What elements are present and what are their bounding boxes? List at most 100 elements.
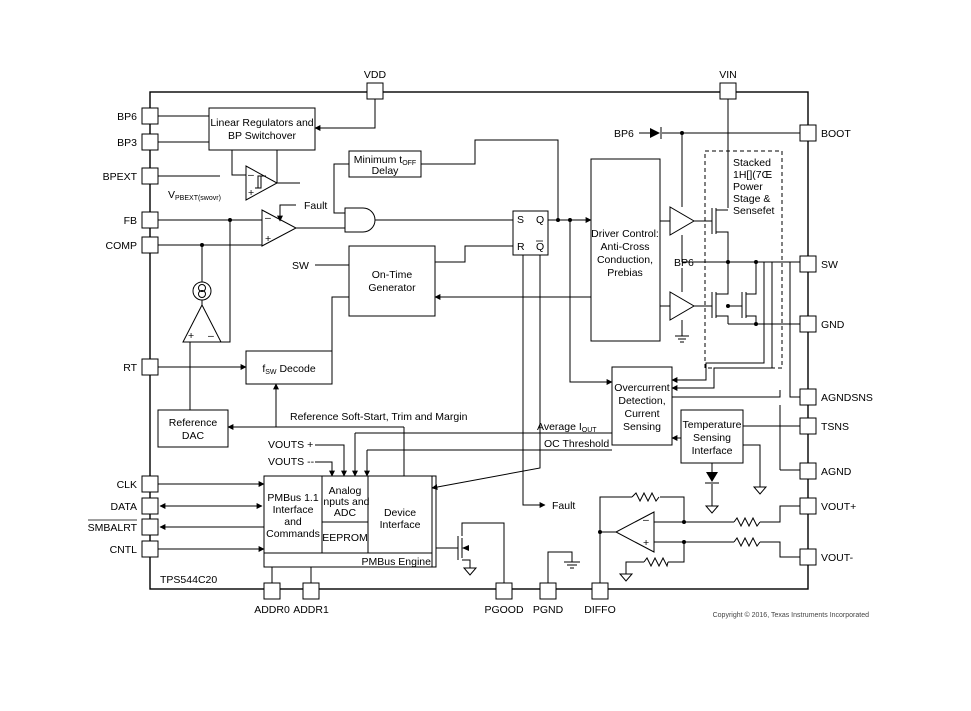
ea-minus: – [208,330,214,342]
pin-agndsns [799,388,817,406]
min-off-line2: Delay [372,165,400,177]
driver-line4: Prebias [607,267,643,279]
hysteresis-icon [255,175,266,189]
pin-addr0-label: ADDR0 [254,604,290,616]
pin-addr0 [263,582,281,600]
cmp1-minus: – [248,169,254,181]
refdac-line2: DAC [182,430,205,442]
cmp2-plus: + [265,233,271,245]
pmbus-engine-label: PMBus Engine [362,556,432,568]
pin-pgnd [539,582,557,600]
pin-clk-label: CLK [117,479,137,491]
chip-outline [149,91,809,590]
pin-voutn [799,548,817,566]
pin-pgood [495,582,513,600]
pin-bp6 [141,107,159,125]
bp6-low-label: BP6 [674,257,694,269]
sr-flip-flop [512,210,549,256]
cmp2-minus: – [265,212,271,224]
error-amplifier [182,303,222,343]
and-gate [344,207,376,233]
pin-gnd [799,315,817,333]
fault-label-2: Fault [552,500,575,512]
pin-vdd-label: VDD [364,69,387,81]
pin-boot-label: BOOT [821,128,851,140]
vpbext-label: VPBEXT(swovr) [168,189,221,202]
pin-agnd [799,462,817,480]
analog-line2: Inputs and [320,496,369,508]
devif-line2: Interface [380,519,421,531]
driver-line1: Driver Control: [591,228,659,240]
pin-tsns-label: TSNS [821,421,849,433]
ff-s-label: S [517,214,524,226]
driver-line2: Anti-Cross [600,241,649,253]
pin-boot [799,124,817,142]
bp6-boot-label: BP6 [614,128,634,140]
agnd-diode-icon [706,472,718,482]
pmbus-if-line2: Interface [273,504,314,516]
pin-sw [799,255,817,273]
linreg-line2: BP Switchover [228,130,297,142]
pin-addr1 [302,582,320,600]
pin-bpext [141,167,159,185]
softstart-label: Reference Soft-Start, Trim and Margin [290,411,468,423]
temp-line3: Interface [692,445,733,457]
ea-plus: + [188,330,194,342]
fault-label-1: Fault [304,200,327,212]
pin-bpext-label: BPEXT [103,171,138,183]
pin-diffo-label: DIFFO [584,604,616,616]
average-iout-label: Average IOUT [537,421,597,434]
pin-pgood-label: PGOOD [484,604,524,616]
block-linear-regulators [208,107,316,151]
block-fsw-decode [245,350,333,385]
da-plus: + [643,537,649,549]
block-on-time-generator [348,245,436,317]
cmp1-plus: + [248,187,254,199]
pin-data [141,497,159,515]
oc-threshold-label: OC Threshold [544,438,609,450]
fsw-decode-label: fSW Decode [262,363,315,376]
diff-amplifier [614,511,655,553]
pin-sw-label: SW [821,259,838,271]
ff-r-label: R [517,241,525,253]
stacked-line5: Sensefet [733,205,775,217]
pin-bp3 [141,133,159,151]
ff-q-label: Q [536,214,544,226]
analog-line1: Analog [329,485,362,497]
pin-bp3-label: BP3 [117,137,137,149]
block-temperature-sensing [680,409,744,464]
vouts-plus-label: VOUTS + [268,439,313,451]
pin-vin-label: VIN [719,69,737,81]
da-minus: – [643,514,649,526]
pin-gnd-label: GND [821,319,845,331]
block-overcurrent-detection [611,366,673,446]
ocd-line2: Detection, [618,395,665,407]
ff-qb-label: Q [536,241,544,253]
pin-smbalrt-label: SMBALRT [88,522,138,534]
pmbus-if-line3: and [284,516,302,528]
pin-addr1-label: ADDR1 [293,604,329,616]
sw-input-label: SW [292,260,309,272]
pin-comp [141,236,159,254]
pin-vin [719,82,737,100]
pin-diffo [591,582,609,600]
pin-agndsns-label: AGNDSNS [821,392,873,404]
analog-line3: ADC [334,507,357,519]
high-side-driver [669,206,695,236]
pin-pgnd-label: PGND [533,604,564,616]
pin-cntl-label: CNTL [110,544,138,556]
refdac-line1: Reference [169,417,218,429]
min-off-line1: Minimum tOFF [354,154,416,167]
pin-vdd [366,82,384,100]
pin-rt [141,358,159,376]
ontime-line1: On-Time [372,269,413,281]
pin-tsns [799,417,817,435]
ocd-line3: Current [624,408,659,420]
pin-fb [141,211,159,229]
temp-line2: Sensing [693,432,731,444]
pin-comp-label: COMP [106,240,138,252]
vouts-minus-label: VOUTS -- [268,456,315,468]
eeprom-label: EEPROM [322,532,368,544]
stacked-line4: Stage & [733,193,770,205]
